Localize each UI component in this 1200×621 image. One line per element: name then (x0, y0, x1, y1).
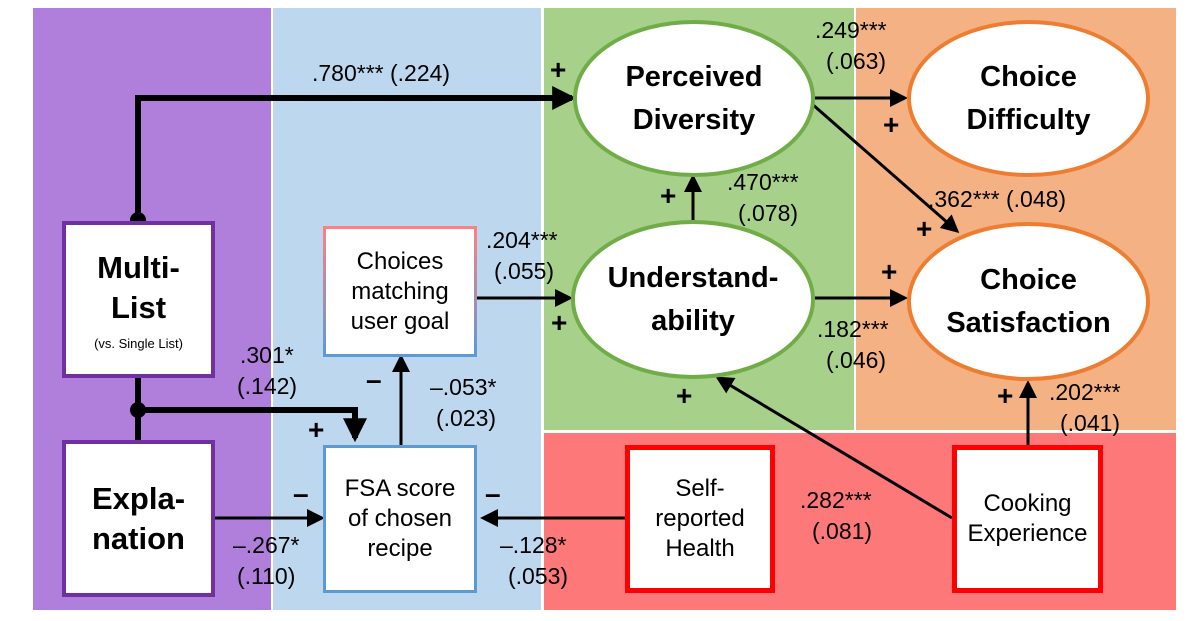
node-fsa-3: recipe (367, 535, 433, 562)
se-diversity-difficulty: (.063) (826, 48, 887, 74)
se-explanation-fsa: (.110) (237, 563, 296, 589)
node-cooking-2: Experience (967, 520, 1088, 547)
se-cooking-understand: (.081) (812, 518, 873, 544)
node-choices-3: user goal (350, 307, 450, 335)
se-cooking-satisfaction: (.041) (1060, 410, 1121, 436)
node-understandability: Understand- ability (571, 220, 815, 379)
node-difficulty-2: Difficulty (966, 103, 1091, 136)
node-choices-matching: Choices matching user goal (323, 226, 477, 357)
node-satisfaction-1: Choice (980, 263, 1077, 296)
coef-diversity-difficulty: .249*** (815, 17, 887, 43)
node-choice-difficulty: Choice Difficulty (907, 20, 1150, 177)
coef-understand-satisfaction: .182*** (817, 316, 889, 342)
node-perceived-diversity: Perceived Diversity (573, 20, 815, 177)
node-cooking-1: Cooking (983, 490, 1072, 517)
se-health-fsa: (.053) (508, 563, 569, 589)
coef-diversity-satisfaction: .362*** (.048) (928, 186, 1067, 212)
arrow-diversity-satisfaction (811, 102, 960, 233)
arrow-cooking-understand (715, 376, 953, 520)
node-health-2: reported (655, 505, 745, 532)
arrow-multilist-diversity (135, 86, 577, 220)
node-fsa-1: FSA score (344, 475, 456, 502)
sign-multilist-diversity: + (550, 54, 567, 85)
node-fsa-2: of chosen (347, 505, 453, 532)
sign-cooking-satisfaction: + (997, 380, 1014, 411)
node-choices-1: Choices (356, 247, 444, 275)
node-satisfaction-2: Satisfaction (946, 306, 1111, 339)
se-understand-diversity: (.078) (738, 200, 799, 226)
sign-interaction-fsa: + (308, 414, 325, 445)
node-health-3: Health (665, 535, 735, 562)
sign-understand-satisfaction: + (881, 256, 898, 287)
se-interaction-fsa: (.142) (237, 373, 298, 399)
node-health-1: Self- (675, 475, 725, 502)
node-multi-list-title-2: List (110, 289, 167, 325)
sign-diversity-satisfaction: + (916, 213, 933, 244)
se-choices-understand: (.055) (494, 258, 555, 284)
coef-interaction-fsa: .301* (240, 342, 294, 368)
se-fsa-choices: (.023) (436, 405, 497, 431)
node-diversity-2: Diversity (632, 103, 756, 136)
node-choice-satisfaction: Choice Satisfaction (907, 222, 1150, 381)
node-multi-list-subtitle: (vs. Single List) (94, 335, 183, 351)
junction-dot (130, 402, 146, 418)
node-understand-1: Understand- (607, 261, 779, 294)
node-diversity-1: Perceived (625, 60, 763, 93)
node-choices-2: matching (351, 277, 449, 305)
coef-health-fsa: –.128* (500, 532, 567, 558)
sign-cooking-understand: + (676, 380, 693, 411)
sign-fsa-choices: – (366, 364, 382, 395)
coef-cooking-satisfaction: .202*** (1049, 379, 1121, 405)
arrow-interaction-fsa-head (138, 407, 367, 443)
node-difficulty-1: Choice (980, 60, 1077, 93)
sign-diversity-difficulty: + (883, 109, 900, 140)
coef-fsa-choices: –.053* (430, 374, 497, 400)
node-self-reported-health: Self- reported Health (625, 445, 775, 593)
coef-cooking-understand: .282*** (800, 487, 872, 513)
node-multi-list-title-1: Multi- (97, 249, 180, 285)
node-explanation-1: Expla- (91, 480, 186, 516)
coef-understand-diversity: .470*** (727, 169, 799, 195)
sign-choices-understand: + (551, 307, 568, 338)
coef-explanation-fsa: –.267* (233, 532, 300, 558)
sign-health-fsa: – (485, 478, 501, 509)
node-explanation-2: nation (92, 520, 185, 556)
node-cooking-experience: Cooking Experience (952, 445, 1103, 593)
node-multi-list: Multi- List (vs. Single List) (62, 221, 215, 378)
node-understand-2: ability (651, 304, 735, 337)
sign-understand-diversity: + (660, 180, 677, 211)
node-fsa-score: FSA score of chosen recipe (323, 445, 477, 593)
se-understand-satisfaction: (.046) (826, 347, 887, 373)
coef-multilist-diversity: .780*** (.224) (312, 60, 451, 86)
node-explanation: Expla- nation (62, 440, 215, 597)
sign-explanation-fsa: – (293, 478, 309, 509)
coef-choices-understand: .204*** (486, 227, 558, 253)
